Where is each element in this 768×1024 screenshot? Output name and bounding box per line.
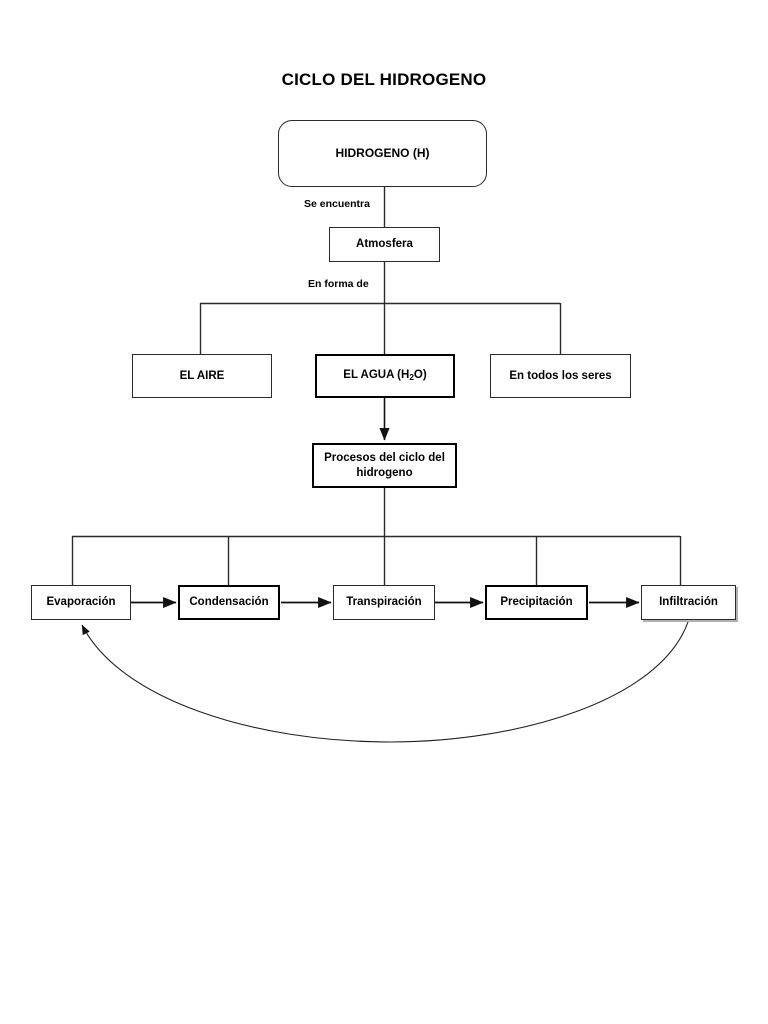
node-hidrogeno[interactable]: HIDROGENO (H) [278,120,487,187]
node-todos-los-seres[interactable]: En todos los seres [490,354,631,398]
node-atmosfera-label: Atmosfera [356,238,413,251]
node-procesos-label: Procesos del ciclo del hidrogeno [324,452,445,479]
node-condensacion[interactable]: Condensación [178,585,280,620]
node-el-agua[interactable]: EL AGUA (H2O) [315,354,455,398]
node-el-agua-label: EL AGUA (H2O) [343,369,427,383]
node-atmosfera[interactable]: Atmosfera [329,227,440,262]
node-infiltracion[interactable]: Infiltración [641,585,736,620]
node-el-aire[interactable]: EL AIRE [132,354,272,398]
node-condensacion-label: Condensación [189,596,269,609]
node-precipitacion-label: Precipitación [500,596,573,609]
page-title: CICLO DEL HIDROGENO [281,70,487,89]
edge-label-en-forma-de: En forma de [307,278,370,290]
node-hidrogeno-label: HIDROGENO (H) [335,146,430,160]
node-procesos[interactable]: Procesos del ciclo del hidrogeno [312,443,457,488]
node-transpiracion[interactable]: Transpiración [333,585,435,620]
node-precipitacion[interactable]: Precipitación [485,585,588,620]
node-evaporacion[interactable]: Evaporación [31,585,131,620]
node-todos-los-seres-label: En todos los seres [509,369,612,382]
edge-label-se-encuentra: Se encuentra [303,198,371,210]
node-el-aire-label: EL AIRE [179,369,225,382]
node-transpiracion-label: Transpiración [346,596,422,609]
node-evaporacion-label: Evaporación [46,596,116,609]
node-infiltracion-label: Infiltración [659,596,718,609]
edge-cycle-return [81,621,689,743]
